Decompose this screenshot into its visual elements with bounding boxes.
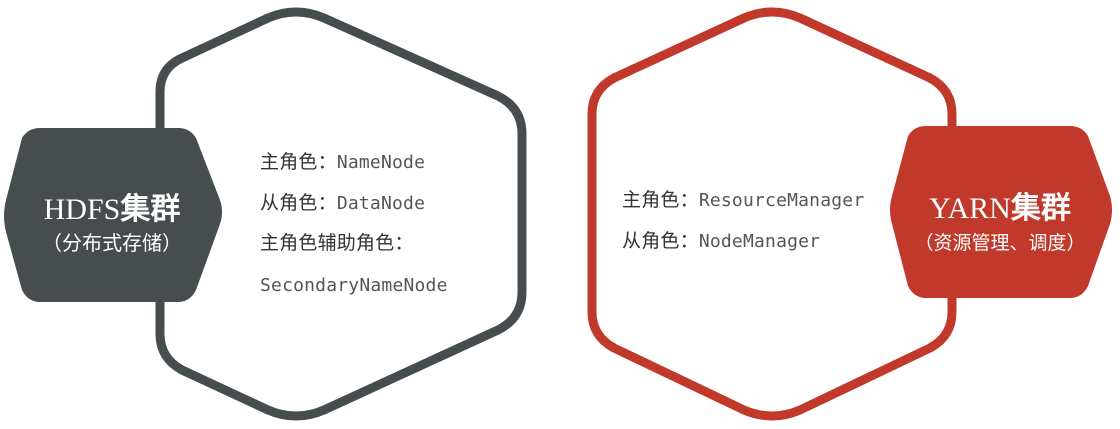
yarn-worker-role-label: 从角色： bbox=[622, 230, 699, 252]
yarn-subtitle: （资源管理、调度） bbox=[914, 232, 1085, 254]
yarn-badge-hexagon bbox=[890, 126, 1112, 298]
yarn-line-1: 主角色：ResourceManager bbox=[622, 189, 864, 211]
hdfs-aux-role-label: 主角色辅助角色： bbox=[260, 232, 414, 254]
hdfs-badge-hexagon bbox=[4, 128, 222, 302]
yarn-title: YARN集群 bbox=[929, 191, 1071, 226]
hdfs-line-1: 主角色：NameNode bbox=[260, 151, 425, 173]
yarn-worker-role-value: NodeManager bbox=[699, 231, 820, 252]
hdfs-line-4: SecondaryNameNode bbox=[260, 275, 448, 296]
hdfs-master-role-value: NameNode bbox=[337, 152, 425, 173]
yarn-outline-hexagon bbox=[587, 7, 957, 421]
hdfs-title: HDFS集群 bbox=[44, 192, 181, 227]
hdfs-worker-role-label: 从角色： bbox=[260, 192, 337, 214]
hdfs-line-3: 主角色辅助角色： bbox=[260, 232, 414, 254]
yarn-group: YARN集群 （资源管理、调度） 主角色：ResourceManager 从角色… bbox=[587, 7, 1112, 421]
hdfs-outline-hexagon-main bbox=[155, 7, 527, 421]
hdfs-master-role-label: 主角色： bbox=[260, 151, 337, 173]
yarn-master-role-value: ResourceManager bbox=[699, 190, 865, 211]
hdfs-line-2: 从角色：DataNode bbox=[260, 192, 425, 214]
hdfs-aux-role-value: SecondaryNameNode bbox=[260, 275, 448, 296]
yarn-master-role-label: 主角色： bbox=[622, 189, 699, 211]
hdfs-subtitle: （分布式存储） bbox=[42, 231, 182, 255]
yarn-line-2: 从角色：NodeManager bbox=[622, 230, 820, 252]
hdfs-group: HDFS集群 （分布式存储） 主角色：NameNode 从角色：DataNode… bbox=[4, 7, 527, 421]
hdfs-worker-role-value: DataNode bbox=[337, 193, 425, 214]
